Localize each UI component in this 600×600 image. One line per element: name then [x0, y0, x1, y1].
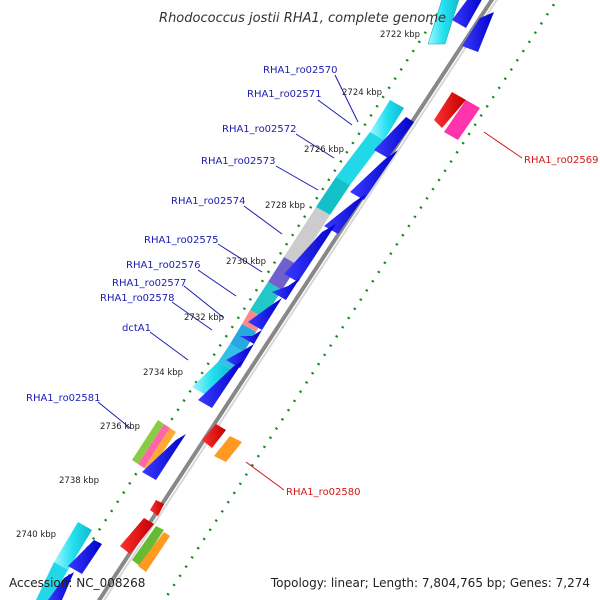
gene-label[interactable]: RHA1_ro02573 [201, 156, 276, 167]
tick-label: 2732 kbp [184, 313, 224, 323]
tick-label: 2738 kbp [59, 476, 99, 486]
map-title: Rhodococcus jostii RHA1, complete genome [159, 11, 446, 26]
cds-arrow[interactable] [226, 344, 254, 368]
kbp-ticks: 2722 kbp 2724 kbp 2726 kbp 2728 kbp 2730… [16, 30, 420, 540]
cds-arrow[interactable] [462, 12, 494, 52]
cds-band-02571[interactable] [336, 132, 384, 185]
accession-text: Accession: NC_008268 [9, 576, 145, 590]
cds-arrow[interactable] [284, 224, 336, 282]
gene-label[interactable]: RHA1_ro02577 [112, 278, 187, 289]
cds-band-02575[interactable] [250, 282, 282, 318]
gene-label[interactable]: RHA1_ro02570 [263, 65, 338, 76]
cds-arrow[interactable] [248, 298, 282, 330]
forward-track-guide [51, 0, 449, 600]
cds-arrow[interactable] [350, 150, 398, 200]
cds-arrow[interactable] [150, 500, 164, 516]
cds-arrow[interactable] [68, 540, 102, 574]
topology-text: Topology: linear; Length: 7,804,765 bp; … [270, 576, 590, 590]
cds-band-bottom2[interactable] [36, 562, 68, 600]
cds-arrow-02580-red[interactable] [202, 424, 226, 448]
tick-label: 2736 kbp [100, 422, 140, 432]
cds-arrow-02569-red[interactable] [434, 92, 466, 128]
cds-arrow[interactable] [198, 360, 244, 408]
label-leader-lines [97, 74, 523, 491]
gene-label[interactable]: RHA1_ro02571 [247, 89, 322, 100]
reverse-cds-arrows [120, 92, 480, 572]
cds-arrow[interactable] [132, 526, 164, 566]
cds-band-02581-pink[interactable] [138, 424, 170, 468]
cds-arrow[interactable] [240, 330, 262, 344]
gene-label[interactable]: RHA1_ro02574 [171, 196, 246, 207]
genome-backbone-shadow [103, 0, 498, 600]
cds-arrow[interactable] [48, 572, 74, 600]
cds-band-dcta1[interactable] [192, 362, 232, 395]
cds-band-02573[interactable] [284, 207, 330, 265]
cds-arrow[interactable] [120, 518, 154, 554]
cds-arrow-02580-orange[interactable] [214, 436, 242, 462]
gene-label[interactable]: RHA1_ro02578 [100, 293, 175, 304]
cds-arrow[interactable] [452, 0, 484, 28]
tick-label: 2734 kbp [143, 368, 183, 378]
tick-label: 2728 kbp [265, 201, 305, 211]
gene-label[interactable]: RHA1_ro02576 [126, 260, 201, 271]
cds-band-02578[interactable] [218, 344, 244, 370]
cds-arrow[interactable] [374, 117, 414, 158]
gene-label[interactable]: dctA1 [122, 323, 151, 334]
cds-band-02581-green[interactable] [132, 420, 164, 464]
tick-label: 2722 kbp [380, 30, 420, 40]
cds-arrow-02569-pink[interactable] [444, 100, 480, 140]
cds-arrow[interactable] [272, 278, 300, 300]
gene-label[interactable]: RHA1_ro02575 [144, 235, 219, 246]
cds-band-02572[interactable] [316, 177, 350, 215]
cds-band-top[interactable] [427, 0, 460, 45]
gene-labels-reverse: RHA1_ro02569 RHA1_ro02580 [286, 155, 599, 498]
cds-band-02577[interactable] [230, 324, 256, 352]
forward-cds-arrows [48, 0, 494, 600]
cds-arrow[interactable] [142, 434, 186, 480]
tick-label: 2724 kbp [342, 88, 382, 98]
reverse-track-guide [162, 0, 559, 600]
cds-band-02581-orange[interactable] [144, 428, 176, 472]
tick-label: 2726 kbp [304, 145, 344, 155]
cds-band-02570[interactable] [370, 100, 404, 140]
gene-label[interactable]: RHA1_ro02572 [222, 124, 297, 135]
tick-label: 2740 kbp [16, 530, 56, 540]
gene-label[interactable]: RHA1_ro02580 [286, 487, 361, 498]
cds-arrow[interactable] [138, 532, 170, 572]
gene-labels-forward: RHA1_ro02570 RHA1_ro02571 RHA1_ro02572 R… [26, 65, 338, 404]
cds-band-bottom[interactable] [54, 522, 92, 570]
gene-label[interactable]: RHA1_ro02581 [26, 393, 101, 404]
cds-band-02574[interactable] [268, 257, 298, 290]
gene-label[interactable]: RHA1_ro02569 [524, 155, 599, 166]
cds-arrow[interactable] [324, 194, 366, 234]
tick-label: 2730 kbp [226, 257, 266, 267]
